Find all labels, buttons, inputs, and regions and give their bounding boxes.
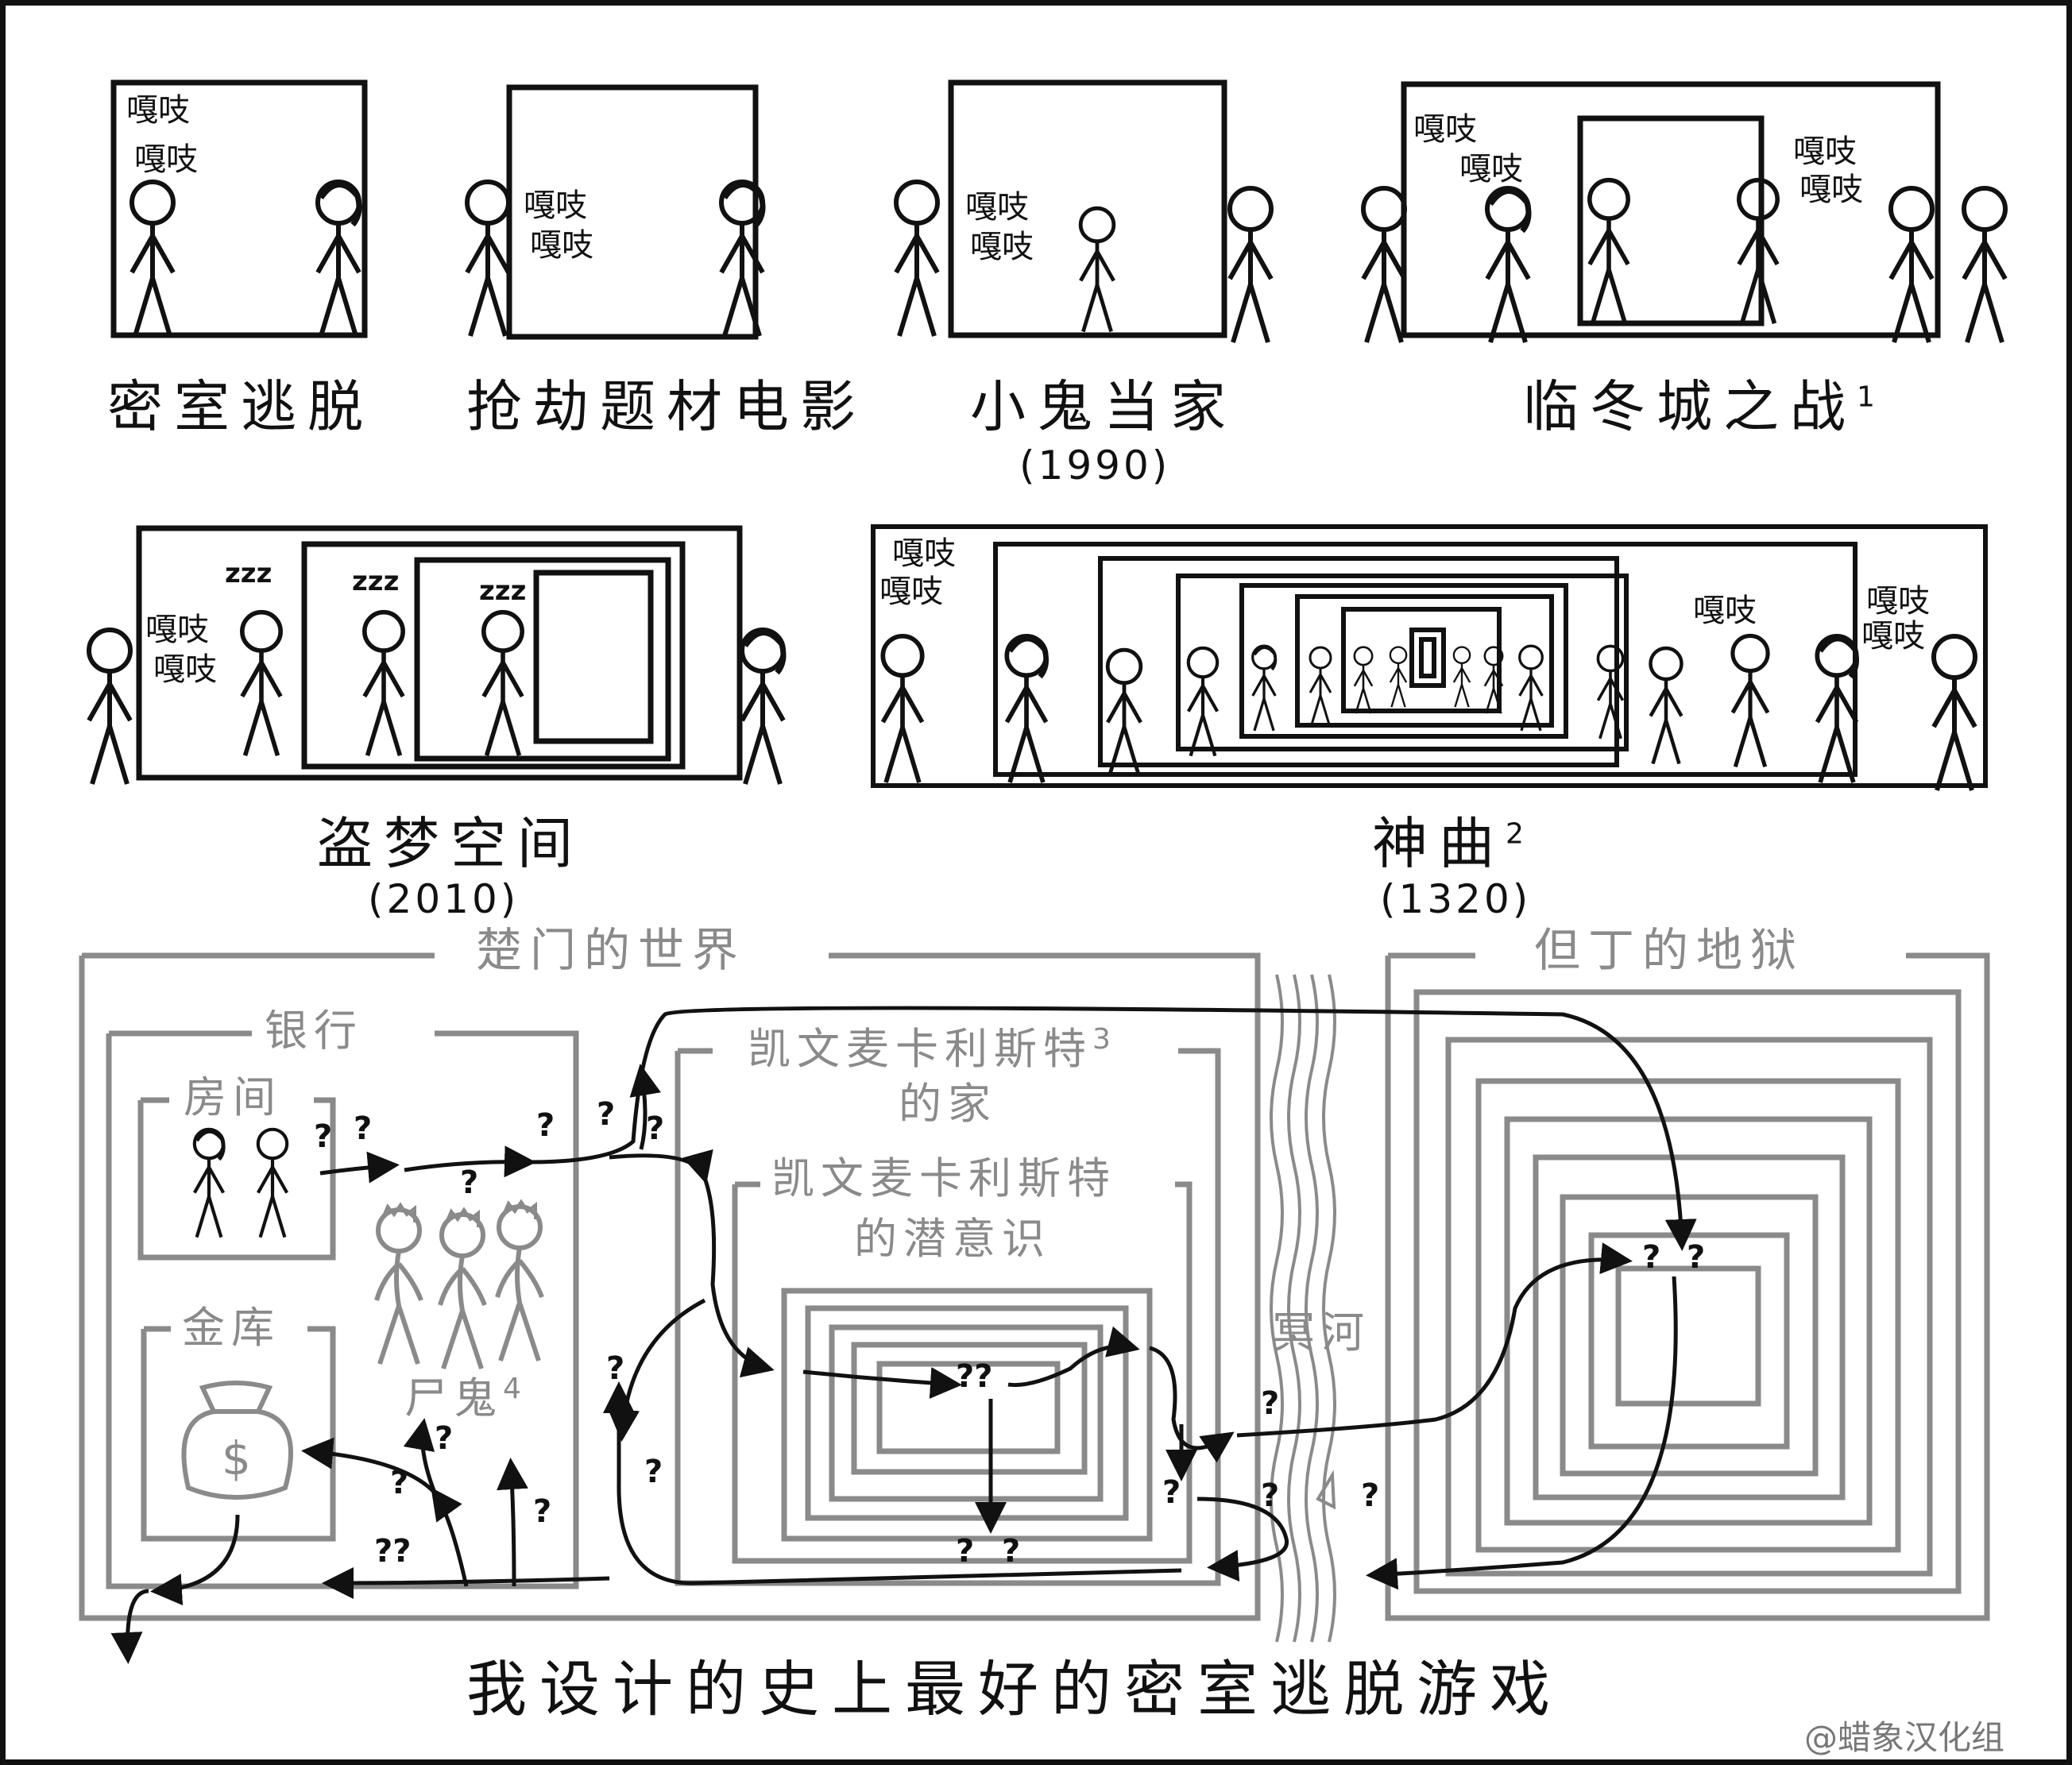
sfx-creak-2a: 嘎吱 xyxy=(524,187,587,224)
label-room: 房间 xyxy=(184,1072,282,1122)
watermark: @蜡象汉化组 xyxy=(1804,1718,2005,1757)
footnote-4: 4 xyxy=(503,1373,528,1405)
question-mark: ? xyxy=(1261,1385,1280,1422)
sfx-creak-6a: 嘎吱 xyxy=(892,535,956,572)
label-zombies-text: 尸鬼 xyxy=(404,1373,503,1423)
question-mark: ? xyxy=(1002,1533,1021,1570)
label-bank: 银行 xyxy=(265,1006,363,1056)
sfx-creak-1b: 嘎吱 xyxy=(134,141,198,178)
sfx-creak-2b: 嘎吱 xyxy=(530,227,593,264)
question-mark: ? xyxy=(1687,1239,1706,1276)
caption-heist-movie: 抢劫题材电影 xyxy=(466,374,867,439)
sfx-creak-3b: 嘎吱 xyxy=(970,229,1034,265)
label-styx: 冥河 xyxy=(1272,1307,1370,1358)
caption-home-alone: 小鬼当家 xyxy=(970,374,1237,439)
year-inception: (2010) xyxy=(368,876,520,922)
sfx-creak-6e: 嘎吱 xyxy=(1861,618,1925,655)
caption-escape-room: 密室逃脱 xyxy=(107,374,374,439)
question-mark: ? xyxy=(1162,1474,1181,1511)
question-mark: ? xyxy=(1642,1239,1661,1276)
question-mark: ? xyxy=(1361,1477,1380,1514)
money-symbol: $ xyxy=(222,1431,259,1485)
inception-frames xyxy=(136,525,743,781)
label-kevin-house-line1: 凯文麦卡利斯特3 xyxy=(748,1025,1117,1071)
snore-3: zzz xyxy=(479,575,527,607)
sfx-creak-5a: 嘎吱 xyxy=(145,612,209,648)
label-zombies: 尸鬼4 xyxy=(404,1375,528,1420)
comic-title: 我设计的史上最好的密室逃脱游戏 xyxy=(466,1654,1563,1724)
dante-hell-rings xyxy=(1385,952,1990,1621)
footnote-3: 3 xyxy=(1092,1023,1117,1056)
comic-artwork xyxy=(79,79,2066,1664)
sfx-creak-4c: 嘎吱 xyxy=(1793,133,1857,170)
label-kevin-house-line2: 的家 xyxy=(899,1079,997,1129)
question-mark: ? xyxy=(646,1110,665,1147)
snore-2: zzz xyxy=(352,566,400,597)
question-mark: ? xyxy=(606,1350,625,1387)
double-question-mark: ?? xyxy=(956,1358,993,1395)
sfx-creak-6b: 嘎吱 xyxy=(879,574,943,610)
styx-river xyxy=(1270,974,1336,1643)
label-kevin-house-text: 凯文麦卡利斯特 xyxy=(748,1024,1092,1074)
caption-winterfell: 临冬城之战1 xyxy=(1523,379,1886,434)
sfx-creak-1a: 嘎吱 xyxy=(126,92,190,129)
question-mark: ? xyxy=(1261,1477,1280,1514)
question-mark: ? xyxy=(314,1118,333,1155)
question-mark: ? xyxy=(536,1107,555,1144)
sfx-creak-4d: 嘎吱 xyxy=(1799,172,1863,208)
label-kevin-mind-line2: 的潜意识 xyxy=(854,1214,1051,1264)
question-mark: ? xyxy=(435,1420,454,1457)
question-mark: ? xyxy=(644,1454,663,1490)
label-vault: 金库 xyxy=(182,1303,280,1353)
sfx-creak-3a: 嘎吱 xyxy=(965,189,1029,226)
sfx-creak-4a: 嘎吱 xyxy=(1413,111,1477,148)
sfx-creak-5b: 嘎吱 xyxy=(153,651,217,688)
label-truman-world: 楚门的世界 xyxy=(476,923,747,977)
sfx-creak-4b: 嘎吱 xyxy=(1459,151,1523,187)
footnote-2: 2 xyxy=(1506,817,1535,851)
year-home-alone: (1990) xyxy=(1019,442,1171,489)
question-mark: ? xyxy=(390,1465,409,1501)
question-mark: ? xyxy=(533,1493,552,1530)
question-mark: ? xyxy=(597,1096,616,1133)
money-bag-icon xyxy=(181,1381,293,1500)
caption-winterfell-text: 临冬城之战 xyxy=(1523,374,1857,439)
footnote-1: 1 xyxy=(1857,380,1886,414)
map-frames xyxy=(79,952,1261,1621)
caption-inception: 盗梦空间 xyxy=(317,811,584,876)
caption-divine-comedy: 神曲2 xyxy=(1372,816,1535,871)
question-mark: ? xyxy=(354,1110,373,1147)
snore-1: zzz xyxy=(225,558,273,589)
sfx-creak-6d: 嘎吱 xyxy=(1866,583,1930,620)
escape-route-arrows xyxy=(110,1006,1697,1664)
question-mark: ? xyxy=(460,1164,479,1201)
caption-divine-comedy-text: 神曲 xyxy=(1372,811,1506,876)
label-kevin-mind-line1: 凯文麦卡利斯特 xyxy=(771,1153,1116,1203)
double-question-mark: ?? xyxy=(374,1533,412,1570)
sfx-creak-6c: 嘎吱 xyxy=(1693,593,1757,629)
question-mark: ? xyxy=(956,1533,975,1570)
year-divine-comedy: (1320) xyxy=(1380,876,1532,922)
label-dante-hell: 但丁的地狱 xyxy=(1534,923,1805,977)
